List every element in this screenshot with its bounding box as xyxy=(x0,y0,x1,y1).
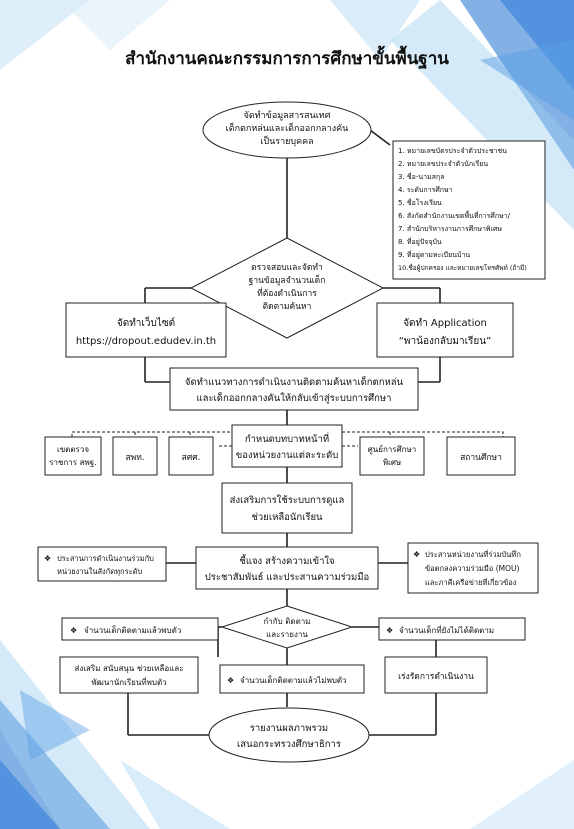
coord-right-bullet: ❖ xyxy=(413,550,420,559)
data-field-5: 5. ชื่อโรงเรียน xyxy=(398,198,442,207)
found-bullet: ❖ xyxy=(70,626,77,635)
website-line-1: จัดทำเว็บไซต์ xyxy=(117,315,175,329)
guideline-box: จัดทำแนวทางการดำเนินงานติดตามค้นหาเด็กตก… xyxy=(169,367,419,411)
start-node: จัดทำข้อมูลสารสนเทศ เด็กตกหล่นและเด็กออก… xyxy=(202,101,372,159)
not-found-box: ❖ จำนวนเด็กติดตามแล้วไม่พบตัว xyxy=(219,664,365,694)
data-field-8: 8. ที่อยู่ปัจจุบัน xyxy=(398,237,442,246)
coord-left-line-1: ประสานการดำเนินงานร่วมกับ xyxy=(57,554,154,563)
agency-inspection-line-1: เขตตรวจ xyxy=(57,445,89,454)
verify-line-4: ติดตามค้นหา xyxy=(263,301,312,312)
monitor-decision: กำกับ ติดตาม และรายงาน xyxy=(220,605,354,649)
verify-line-2: ฐานข้อมูลจำนวนเด็ก xyxy=(249,274,326,286)
found-label: จำนวนเด็กติดตามแล้วพบตัว xyxy=(84,625,181,635)
data-field-6: 6. สังกัดสำนักงานเขตพื้นที่การศึกษา/ xyxy=(398,209,511,220)
not-tracked-box: ❖ จำนวนเด็กที่ยังไม่ได้ติดตาม xyxy=(378,617,526,641)
not-found-bullet: ❖ xyxy=(227,676,234,685)
agency-special-line-2: พิเศษ xyxy=(383,458,401,467)
agency-ssh-label: สศศ. xyxy=(182,453,201,463)
clarify-box: ชี้แจง สร้างความเข้าใจ ประชาสัมพันธ์ และ… xyxy=(195,546,379,590)
website-box: จัดทำเว็บไซต์ https://dropout.edudev.in.… xyxy=(65,302,227,358)
support-line-2: ช่วยเหลือนักเรียน xyxy=(251,511,323,523)
agency-spt-label: สพท. xyxy=(125,453,144,463)
agency-spt: สพท. xyxy=(112,436,158,476)
agency-school-label: สถานศึกษา xyxy=(460,453,502,463)
data-field-9: 9. ที่อยู่ตามทะเบียนบ้าน xyxy=(398,250,470,259)
accelerate-box: เร่งรัดการดำเนินงาน xyxy=(384,656,488,694)
report-node: รายงานผลภาพรวม เสนอกระทรวงศึกษาธิการ xyxy=(208,707,370,763)
agency-special-line-1: ศูนย์การศึกษา xyxy=(368,444,417,455)
roles-box: กำหนดบทบาทหน้าที่ ของหน่วยงานแต่ละระดับ xyxy=(231,424,343,468)
guideline-line-2: และเด็กออกกลางคันให้กลับเข้าสู่ระบบการศึ… xyxy=(197,391,392,404)
start-line-3: เป็นรายบุคคล xyxy=(260,134,313,147)
agency-ssh: สศศ. xyxy=(168,436,214,476)
support-line-1: ส่งเสริมการใช้ระบบการดูแล xyxy=(230,494,345,506)
data-field-10: 10.ชื่อผู้ปกครอง และหมายเลขโทรศัพท์ (ถ้า… xyxy=(398,263,527,272)
verify-line-3: ที่ต้องดำเนินการ xyxy=(257,287,317,299)
not-tracked-bullet: ❖ xyxy=(386,626,393,635)
page-title: สำนักงานคณะกรรมการการศึกษาขั้นพื้นฐาน xyxy=(125,45,449,70)
coord-right-line-2: ข้อตกลงความร่วมมือ (MOU) xyxy=(425,564,519,573)
roles-line-1: กำหนดบทบาทหน้าที่ xyxy=(245,432,329,445)
coord-left-bullet: ❖ xyxy=(44,554,51,563)
verify-line-1: ตรวจสอบและจัดทำ xyxy=(251,263,323,273)
support-box: ส่งเสริมการใช้ระบบการดูแล ช่วยเหลือนักเร… xyxy=(221,482,353,534)
agency-school: สถานศึกษา xyxy=(446,436,516,476)
coord-right-line-1: ประสานหน่วยงานที่ร่วมบันทึก xyxy=(425,549,521,559)
data-field-4: 4. ระดับการศึกษา xyxy=(398,185,453,194)
not-tracked-label: จำนวนเด็กที่ยังไม่ได้ติดตาม xyxy=(399,624,494,635)
app-line-2: “พาน้องกลับมาเรียน” xyxy=(399,335,492,347)
accelerate-label: เร่งรัดการดำเนินงาน xyxy=(398,672,474,682)
app-line-1: จัดทำ Application xyxy=(403,318,487,329)
data-field-7: 7. สำนักบริหารงานการศึกษาพิเศษ xyxy=(398,224,502,233)
data-field-3: 3. ชื่อ-นามสกุล xyxy=(398,172,445,181)
website-url: https://dropout.edudev.in.th xyxy=(76,336,216,347)
guideline-line-1: จัดทำแนวทางการดำเนินงานติดตามค้นหาเด็กตก… xyxy=(185,375,404,388)
agency-special-center: ศูนย์การศึกษา พิเศษ xyxy=(359,436,425,476)
coord-right-line-3: และภาคีเครือข่ายที่เกี่ยวข้อง xyxy=(425,577,517,587)
help-line-1: ส่งเสริม สนับสนุน ช่วยเหลือและ xyxy=(75,664,184,673)
connectors xyxy=(71,129,504,736)
found-box: ❖ จำนวนเด็กติดตามแล้วพบตัว xyxy=(61,617,219,641)
monitor-line-2: และรายงาน xyxy=(266,630,308,639)
clarify-line-1: ชี้แจง สร้างความเข้าใจ xyxy=(239,554,334,567)
monitor-line-1: กำกับ ติดตาม xyxy=(263,617,310,626)
verify-decision: ตรวจสอบและจัดทำ ฐานข้อมูลจำนวนเด็ก ที่ต้… xyxy=(189,237,385,339)
report-line-1: รายงานผลภาพรวม xyxy=(250,723,328,734)
app-box: จัดทำ Application “พาน้องกลับมาเรียน” xyxy=(376,302,514,358)
start-line-2: เด็กตกหล่นและเด็กออกกลางคัน xyxy=(226,121,349,134)
coord-left-box: ❖ ประสานการดำเนินงานร่วมกับ หน่วยงานในสั… xyxy=(37,546,167,582)
data-field-2: 2. หมายเลขประจำตัวนักเรียน xyxy=(398,160,488,168)
report-line-2: เสนอกระทรวงศึกษาธิการ xyxy=(237,739,341,750)
data-field-1: 1. หมายเลขบัตรประจำตัวประชาชน xyxy=(398,147,507,155)
coord-right-box: ❖ ประสานหน่วยงานที่ร่วมบันทึก ข้อตกลงควา… xyxy=(407,542,539,594)
start-line-1: จัดทำข้อมูลสารสนเทศ xyxy=(244,110,331,121)
help-box: ส่งเสริม สนับสนุน ช่วยเหลือและ พัฒนานักเ… xyxy=(59,656,199,694)
clarify-line-2: ประชาสัมพันธ์ และประสานความร่วมมือ xyxy=(205,571,370,583)
not-found-label: จำนวนเด็กติดตามแล้วไม่พบตัว xyxy=(240,675,347,685)
agency-inspection-line-2: ราชการ สพฐ. xyxy=(49,458,97,467)
coord-left-line-2: หน่วยงานในสังกัดทุกระดับ xyxy=(57,567,143,576)
data-fields-box: 1. หมายเลขบัตรประจำตัวประชาชน 2. หมายเลข… xyxy=(392,140,546,280)
roles-line-2: ของหน่วยงานแต่ละระดับ xyxy=(236,450,339,461)
agency-inspection: เขตตรวจ ราชการ สพฐ. xyxy=(44,436,102,476)
help-line-2: พัฒนานักเรียนที่พบตัว xyxy=(91,676,166,687)
